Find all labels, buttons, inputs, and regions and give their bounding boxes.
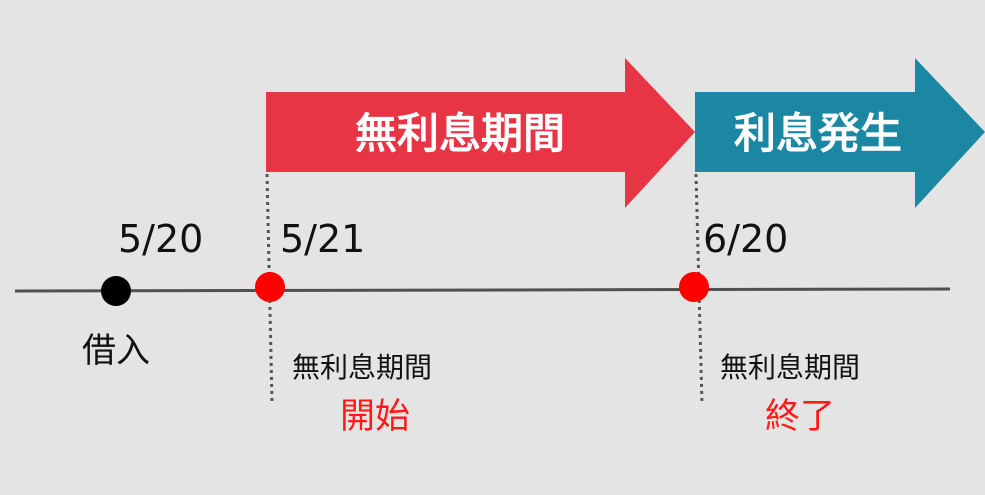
borrow-dot xyxy=(101,276,131,306)
interest-arrow xyxy=(695,58,985,208)
free-period-arrow xyxy=(266,58,695,208)
end-caption-bottom: 終了 xyxy=(765,397,835,437)
interest-arrow-label: 利息発生 xyxy=(734,109,902,158)
end-dot xyxy=(679,272,709,302)
end-guide-line xyxy=(694,173,704,405)
start-caption-bottom: 開始 xyxy=(340,397,410,437)
date-label: 5/21 xyxy=(280,217,365,261)
end-caption-top: 無利息期間 xyxy=(720,351,860,384)
free-period-arrow-label: 無利息期間 xyxy=(355,109,565,158)
borrow-caption: 借入 xyxy=(82,331,150,371)
start-caption-top: 無利息期間 xyxy=(292,351,432,384)
date-label: 5/20 xyxy=(118,217,203,261)
date-label: 6/20 xyxy=(703,217,788,261)
timeline-axis xyxy=(14,287,951,293)
start-dot xyxy=(255,272,285,302)
